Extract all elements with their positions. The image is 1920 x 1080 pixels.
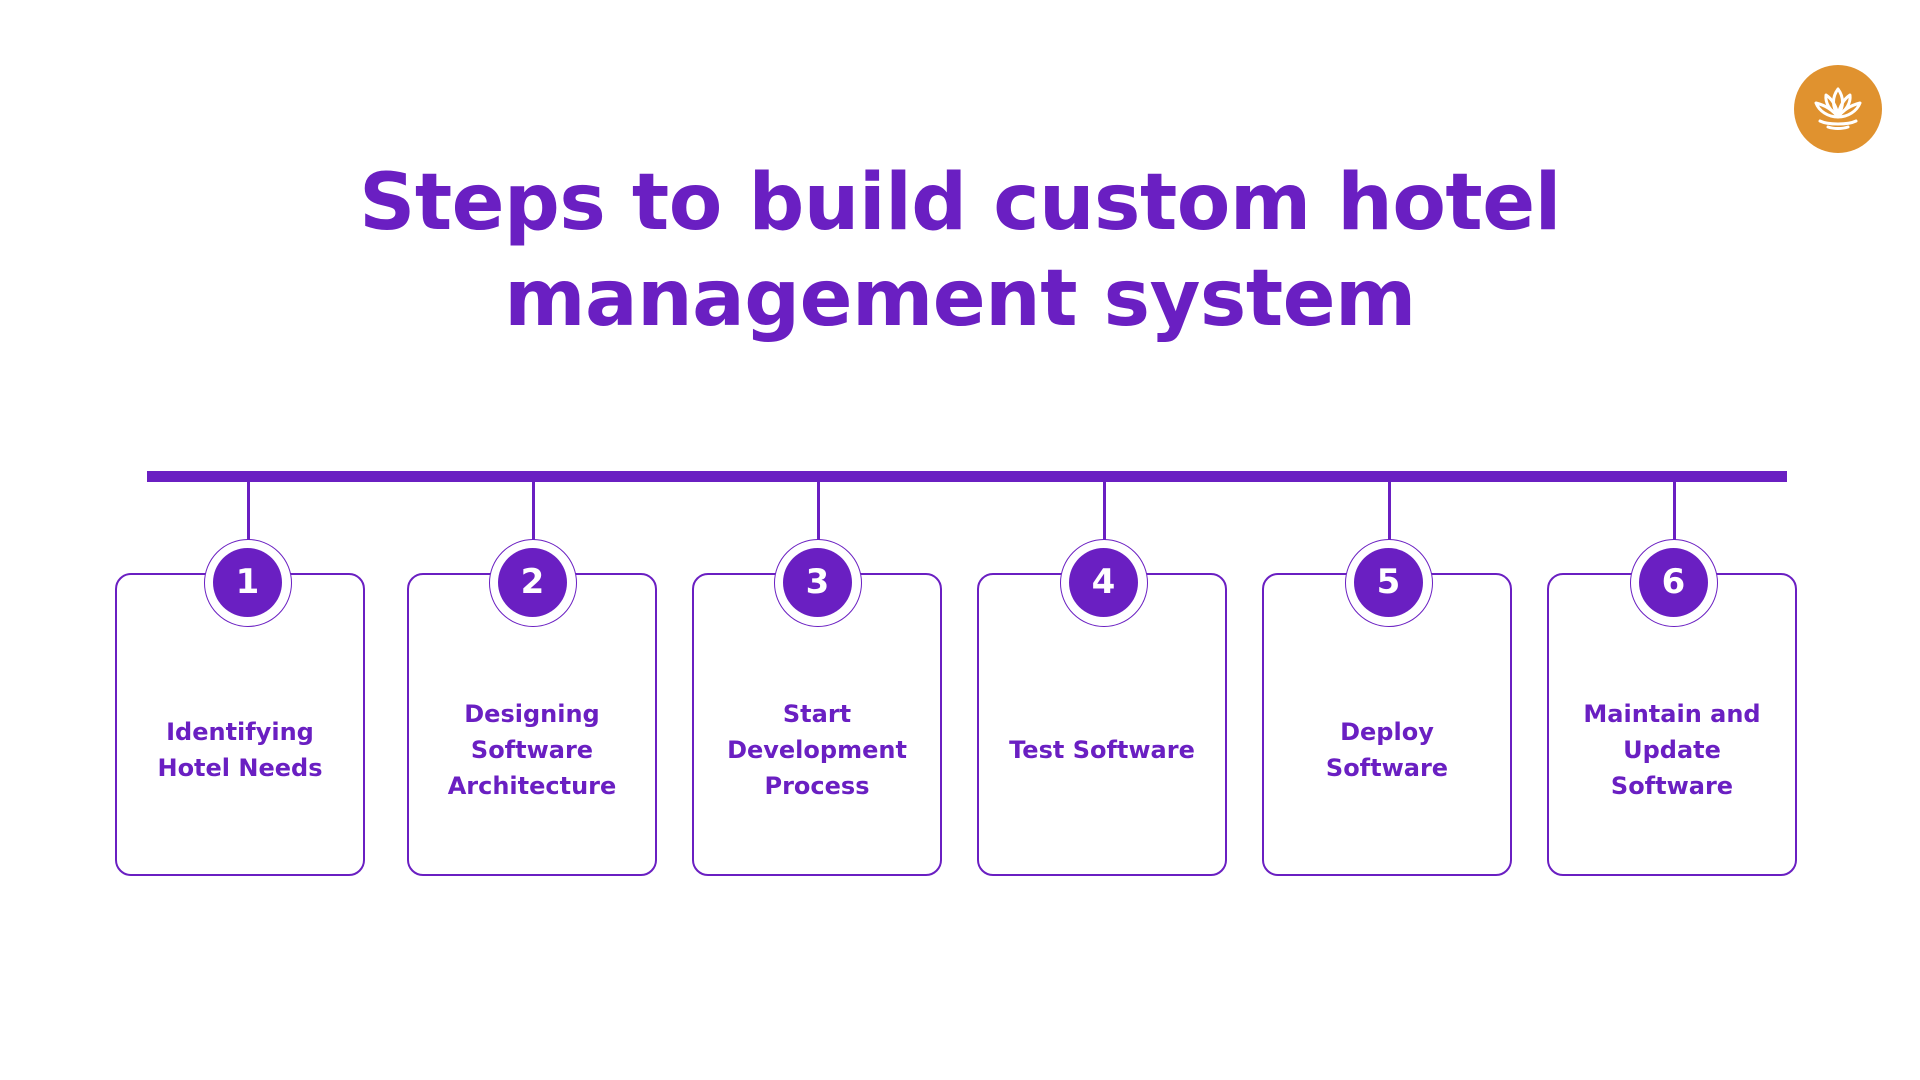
step-4: Test Software 4 — [977, 0, 1231, 1080]
step-connector — [532, 482, 535, 542]
step-card: Identifying Hotel Needs — [115, 573, 365, 876]
step-number-badge: 3 — [783, 548, 852, 617]
step-connector — [1103, 482, 1106, 542]
step-label: Identifying Hotel Needs — [157, 717, 323, 782]
step-number-ring: 3 — [774, 539, 862, 627]
step-number-badge: 5 — [1354, 548, 1423, 617]
step-connector — [817, 482, 820, 542]
step-2: Designing Software Architecture 2 — [407, 0, 661, 1080]
step-number-badge: 6 — [1639, 548, 1708, 617]
lotus-icon — [1814, 87, 1862, 130]
step-6: Maintain and Update Software 6 — [1547, 0, 1801, 1080]
step-5: Deploy Software 5 — [1262, 0, 1516, 1080]
step-number-ring: 6 — [1630, 539, 1718, 627]
step-number-ring: 4 — [1060, 539, 1148, 627]
step-number-badge: 2 — [498, 548, 567, 617]
step-label: Deploy Software — [1325, 717, 1449, 782]
step-number-ring: 2 — [489, 539, 577, 627]
step-label: Test Software — [1009, 735, 1195, 764]
step-1: Identifying Hotel Needs 1 — [115, 0, 369, 1080]
step-number-badge: 4 — [1069, 548, 1138, 617]
page-title: Steps to build custom hotel management s… — [0, 155, 1920, 347]
title-line-2: management system — [504, 254, 1416, 344]
step-label: Maintain and Update Software — [1583, 699, 1761, 800]
step-number-badge: 1 — [213, 548, 282, 617]
step-label: Designing Software Architecture — [447, 699, 617, 800]
step-label: Start Development Process — [727, 699, 907, 800]
step-number-ring: 5 — [1345, 539, 1433, 627]
step-number-ring: 1 — [204, 539, 292, 627]
title-line-1: Steps to build custom hotel — [359, 158, 1561, 248]
step-3: Start Development Process 3 — [692, 0, 946, 1080]
timeline-bar — [147, 471, 1787, 482]
logo — [1794, 65, 1882, 153]
step-connector — [1673, 482, 1676, 542]
step-connector — [247, 482, 250, 542]
step-connector — [1388, 482, 1391, 542]
